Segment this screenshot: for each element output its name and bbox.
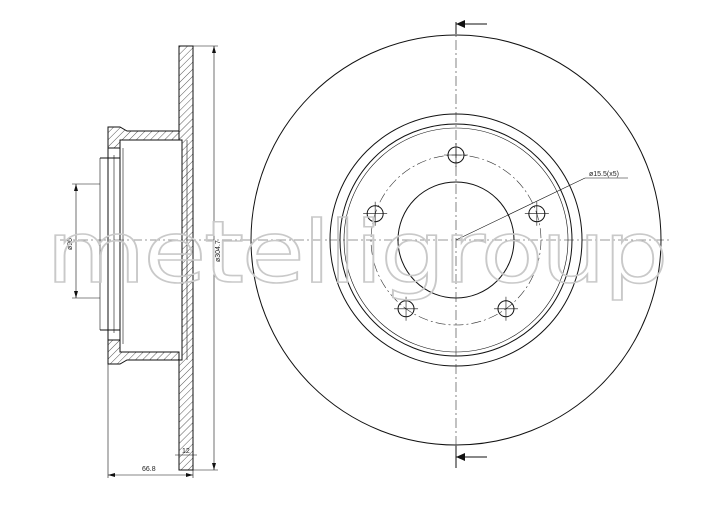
bore-diameter-label: ø90 — [67, 238, 74, 250]
total-height-dimension: 66.8 — [107, 364, 194, 478]
outer-diameter-label: ø304.7 — [215, 240, 222, 262]
outer-diameter-dimension: ø304.7 — [193, 45, 222, 471]
front-view: ø15.5(x5) — [250, 20, 662, 468]
hat-flange-upper — [107, 126, 180, 149]
thickness-dimension: 12 — [175, 448, 197, 470]
bolt-hole — [444, 143, 468, 167]
section-marker-top — [455, 20, 487, 34]
bolt-hole — [493, 296, 518, 321]
section-marker-bottom — [455, 446, 487, 468]
bolt-hole — [394, 296, 419, 321]
bore-diameter-dimension: ø90 — [67, 183, 100, 299]
bolt-holes — [363, 143, 549, 321]
bolt-hole — [524, 201, 549, 226]
bolt-hole — [363, 201, 388, 226]
total-height-label: 66.8 — [142, 466, 156, 473]
hat-flange-lower — [107, 339, 180, 365]
bolt-hole-dimension: ø15.5(x5) — [455, 171, 628, 241]
side-section-view: ø90 ø304.7 12 66.8 — [67, 45, 222, 478]
metelli-watermark: metelligroup — [46, 203, 666, 303]
bolt-hole-label: ø15.5(x5) — [589, 171, 619, 178]
thickness-label: 12 — [182, 448, 190, 455]
